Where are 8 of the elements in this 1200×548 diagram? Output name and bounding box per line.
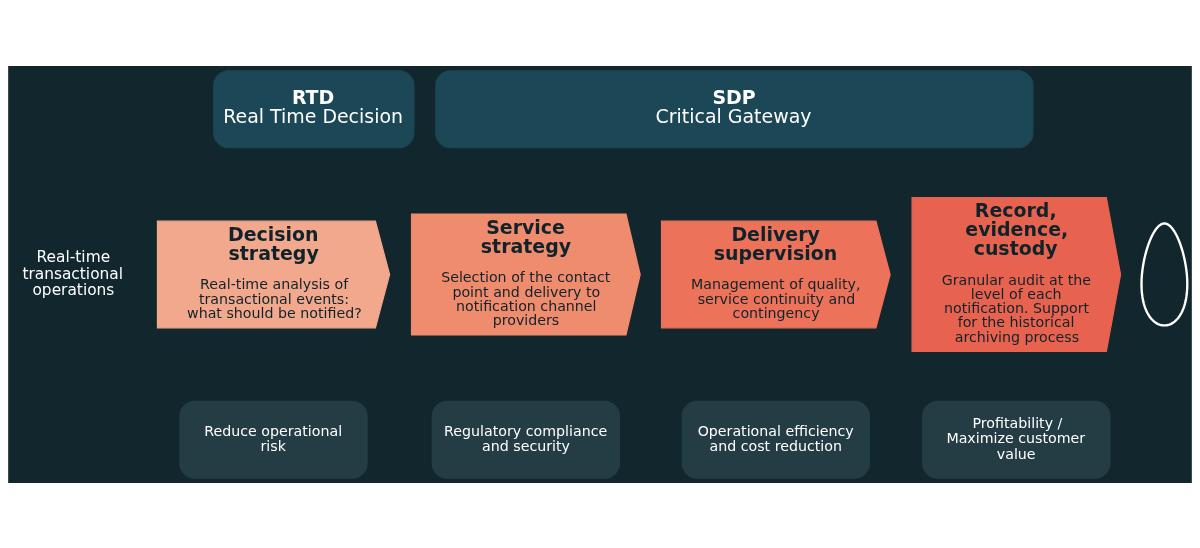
node-box: Profitability / Maximize customer value — [922, 400, 1111, 479]
node-box: Operational efficiency and cost reduction — [681, 400, 870, 479]
node-box: Regulatory compliance and security — [431, 400, 621, 479]
node-text: Real-time transactional operations — [22, 247, 124, 299]
node-person — [1140, 221, 1189, 327]
node-box: RTD Real Time Decision — [213, 69, 415, 148]
node-box: SDP Critical Gateway — [435, 69, 1034, 148]
node-box: Reduce operational risk — [179, 400, 368, 479]
